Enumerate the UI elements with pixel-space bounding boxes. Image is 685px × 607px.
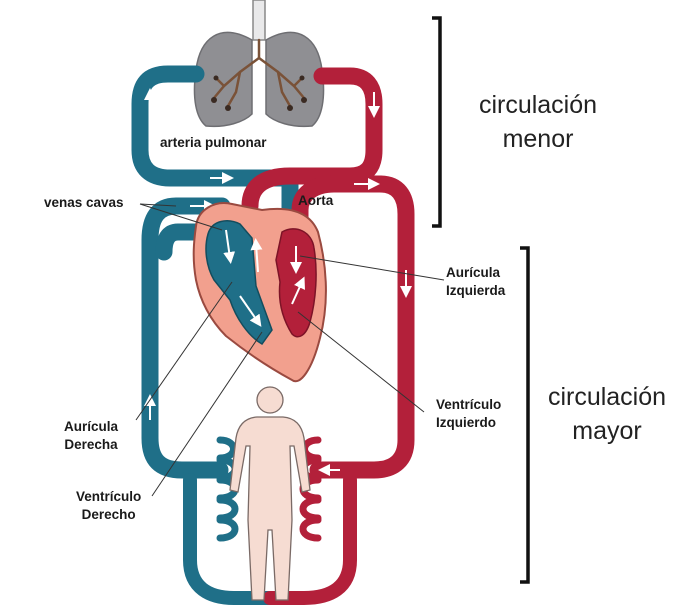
label-auricula-derecha: Aurícula Derecha [64, 418, 118, 454]
human-body [230, 387, 310, 600]
label-venas-cavas: venas cavas [44, 194, 124, 212]
heart [194, 203, 326, 381]
label-circulacion-mayor: circulación mayor [532, 380, 682, 448]
label-circulacion-menor: circulación menor [458, 88, 618, 156]
label-aorta: Aorta [298, 192, 333, 210]
lungs [194, 0, 323, 126]
label-ventriculo-izquierdo: Ventrículo Izquierdo [436, 396, 501, 432]
label-ventriculo-derecho: Ventrículo Derecho [76, 488, 141, 524]
arterial-flow-arrows [324, 92, 406, 470]
label-auricula-izquierda: Aurícula Izquierda [446, 264, 505, 300]
label-arteria-pulmonar: arteria pulmonar [160, 134, 267, 152]
